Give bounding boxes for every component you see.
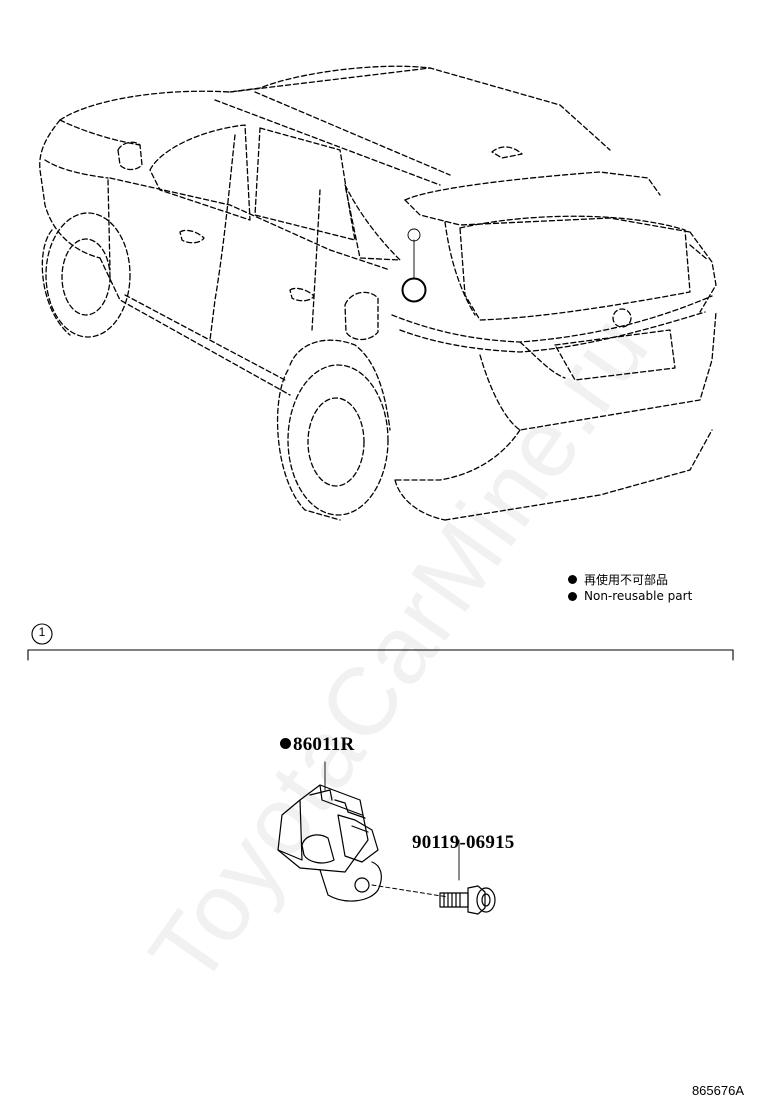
location-marker xyxy=(401,228,427,303)
bolt-part-number: 90119-06915 xyxy=(412,832,515,853)
callout-bracket xyxy=(27,623,734,661)
non-reusable-dot-icon xyxy=(568,591,577,601)
vehicle-illustration xyxy=(39,65,717,521)
bolt-leader-line xyxy=(371,884,449,898)
diagram-id: 865676A xyxy=(691,1083,744,1098)
callout-number: 1 xyxy=(38,625,46,639)
bolt-part-drawing xyxy=(439,839,496,915)
legend-jp-text: 再使用不可部品 xyxy=(584,573,669,587)
sensor-part-number: 86011R xyxy=(293,734,355,755)
legend-en: Non-reusable part xyxy=(568,589,692,603)
legend-en-text: Non-reusable part xyxy=(584,589,693,603)
legend-jp: 再使用不可部品 xyxy=(568,571,668,588)
non-reusable-dot-icon xyxy=(280,738,291,749)
sensor-part-drawing xyxy=(277,761,382,902)
bolt-part-label[interactable]: 90119-06915 xyxy=(412,832,514,854)
non-reusable-dot-icon xyxy=(568,575,577,584)
sensor-part-label[interactable]: 86011R xyxy=(280,734,354,756)
